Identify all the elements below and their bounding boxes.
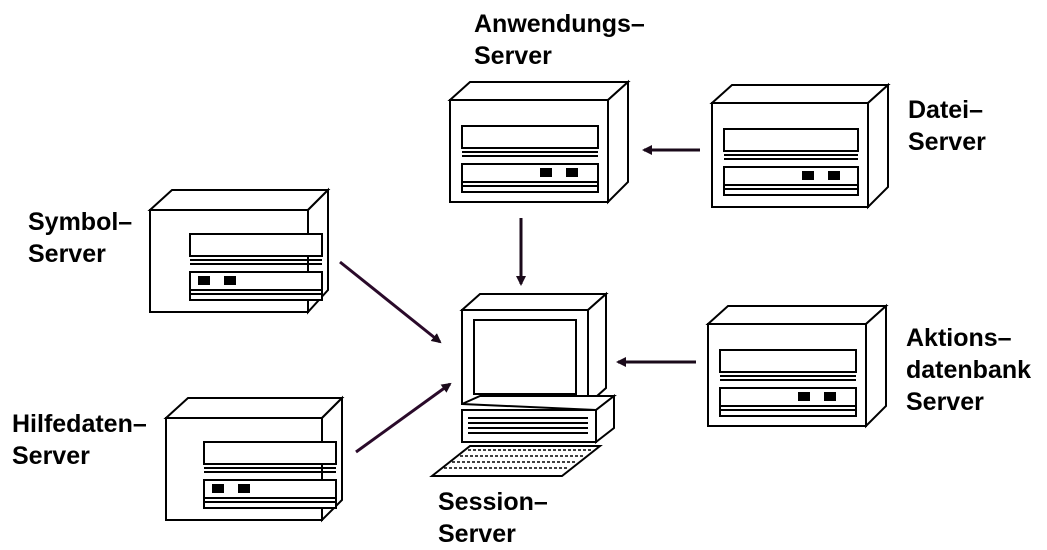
symbol-server-label-line2: Server	[28, 240, 106, 268]
datei-server-label-line2: Server	[908, 128, 986, 156]
anwendungs-server-icon	[447, 79, 631, 205]
aktionsdatenbank-server-label: Aktions– datenbank Server	[906, 322, 1031, 418]
aktions-label-line3: Server	[906, 388, 984, 416]
session-server-label: Session– Server	[438, 486, 548, 550]
arrow-symbol-to-session	[339, 260, 442, 344]
session-server-label-line2: Server	[438, 520, 516, 548]
aktions-label-line2: datenbank	[906, 356, 1032, 384]
arrow-hilfedaten-to-session	[355, 382, 452, 454]
hilfedaten-server-label-line2: Server	[12, 442, 90, 470]
hilfedaten-server-label-line1: Hilfedaten–	[12, 410, 147, 438]
symbol-server-label-line1: Symbol–	[28, 208, 133, 236]
symbol-server-icon	[147, 187, 331, 315]
hilfedaten-server-icon	[163, 395, 345, 523]
anwendungs-server-label-line1: Anwendungs–	[474, 10, 645, 38]
aktionsdatenbank-server-icon	[705, 303, 889, 429]
datei-server-label: Datei– Server	[908, 94, 986, 158]
hilfedaten-server-label: Hilfedaten– Server	[12, 408, 147, 472]
session-server-label-line1: Session–	[438, 488, 548, 516]
session-server-workstation-icon	[429, 291, 617, 477]
datei-server-label-line1: Datei–	[908, 96, 984, 124]
anwendungs-server-label-line2: Server	[474, 42, 552, 70]
symbol-server-label: Symbol– Server	[28, 206, 132, 270]
anwendungs-server-label: Anwendungs– Server	[474, 8, 645, 72]
aktions-label-line1: Aktions–	[906, 324, 1012, 352]
datei-server-icon	[709, 82, 891, 210]
